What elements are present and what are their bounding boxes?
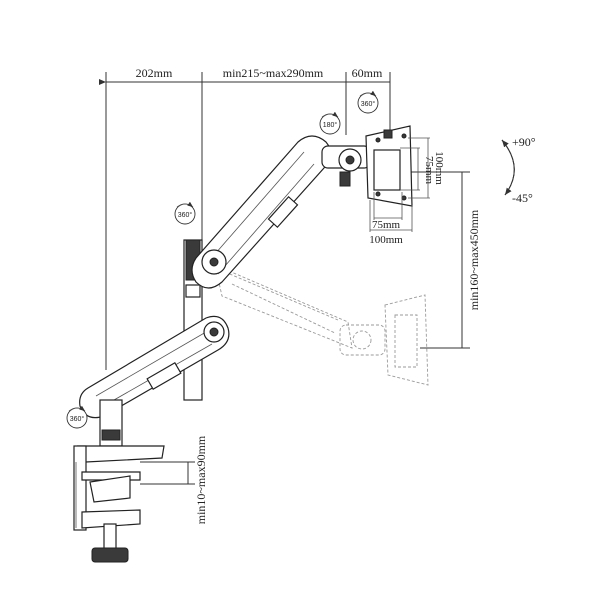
- rotation-badge-elbow: 180°: [319, 111, 341, 135]
- dim-min10-max90mm: min10~max90mm: [194, 435, 208, 524]
- top-dimension-row: 202mm min215~max290mm 60mm: [99, 66, 391, 370]
- dim-min160-max450mm: min160~max450mm: [467, 209, 481, 310]
- ghost-arm-lowered: [214, 264, 429, 386]
- head-joint: [321, 145, 371, 187]
- tilt-plus-90: +90°: [512, 135, 536, 149]
- clamp-range-dimension: min10~max90mm: [140, 435, 208, 524]
- rotation-badge-head: 360°: [357, 90, 379, 114]
- dim-60mm: 60mm: [352, 66, 383, 80]
- rotation-head-360: 360°: [361, 100, 376, 108]
- rotation-elbow-180: 180°: [323, 121, 338, 129]
- dim-vesa-75mm-vertical: 75mm: [423, 156, 435, 185]
- lower-arm: [79, 315, 230, 419]
- desk-clamp: [73, 399, 165, 563]
- vesa-plate: [365, 125, 413, 207]
- dim-min215-max290mm: min215~max290mm: [223, 66, 324, 80]
- vertical-range-dimension: min160~max450mm: [405, 171, 481, 349]
- tilt-indicator: +90° -45°: [501, 135, 536, 205]
- dim-202mm: 202mm: [136, 66, 173, 80]
- rotation-badge-pole: 360°: [174, 201, 196, 225]
- dim-vesa-75mm-horizontal: 75mm: [372, 219, 401, 231]
- upper-arm: [191, 135, 332, 289]
- rotation-badge-base: 360°: [66, 405, 88, 429]
- vesa-dimensions: 75mm 100mm 75mm 100mm: [369, 137, 445, 246]
- rotation-base-360: 360°: [70, 415, 85, 423]
- rotation-pole-360: 360°: [178, 211, 193, 219]
- dim-vesa-100mm-vertical: 100mm: [433, 151, 445, 185]
- tilt-minus-45: -45°: [512, 191, 533, 205]
- dim-vesa-100mm-horizontal: 100mm: [369, 234, 403, 246]
